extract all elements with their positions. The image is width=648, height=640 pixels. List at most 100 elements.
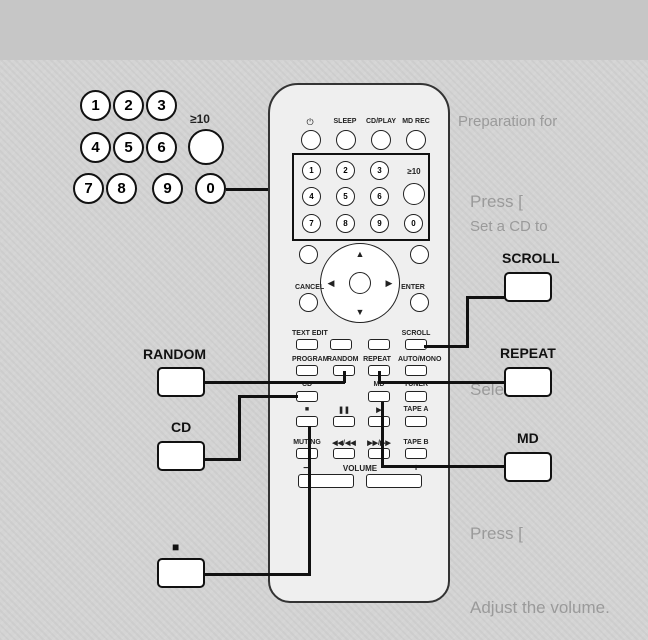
remote-key-7-button[interactable]: 7 bbox=[302, 214, 321, 233]
key-6-button[interactable]: 6 bbox=[146, 132, 177, 163]
remote-key-6-button[interactable]: 6 bbox=[370, 187, 389, 206]
ge10-label: ≥10 bbox=[190, 112, 210, 126]
remote-md-button[interactable] bbox=[368, 391, 390, 402]
play-label: ▶ bbox=[376, 407, 382, 414]
leader-line bbox=[308, 426, 311, 576]
remote-key-1-button[interactable]: 1 bbox=[302, 161, 321, 180]
key-9-button[interactable]: 9 bbox=[152, 173, 183, 204]
random-callout-button bbox=[157, 367, 205, 397]
leader-line bbox=[205, 573, 310, 576]
nav-down-icon: ▼ bbox=[355, 307, 365, 317]
remote-ge10-label: ≥10 bbox=[407, 167, 421, 176]
key-8-button[interactable]: 8 bbox=[106, 173, 137, 204]
leader-line bbox=[424, 345, 468, 348]
prev-button[interactable] bbox=[333, 448, 355, 459]
power-button[interactable] bbox=[301, 130, 321, 150]
key-ge10-button[interactable] bbox=[188, 129, 224, 165]
remote-cd-button[interactable] bbox=[296, 391, 318, 402]
sleep-button[interactable] bbox=[336, 130, 356, 150]
remote-scroll-button[interactable] bbox=[405, 339, 427, 350]
volume-down-button[interactable] bbox=[298, 474, 354, 488]
key-2-button[interactable]: 2 bbox=[113, 90, 144, 121]
stop-label: ■ bbox=[304, 406, 310, 413]
remote-key-ge10-button[interactable] bbox=[403, 183, 425, 205]
md-rec-button[interactable] bbox=[406, 130, 426, 150]
volume-minus-label: − bbox=[303, 463, 309, 474]
program-button[interactable] bbox=[296, 365, 318, 376]
volume-up-button[interactable] bbox=[366, 474, 422, 488]
random-label: RANDOM bbox=[327, 356, 359, 363]
pause-label: ❚❚ bbox=[338, 407, 350, 414]
remote-key-3-button[interactable]: 3 bbox=[370, 161, 389, 180]
random-callout-label: RANDOM bbox=[143, 346, 206, 362]
leader-line bbox=[381, 402, 384, 467]
enter-button[interactable] bbox=[410, 293, 429, 312]
sleep-label: SLEEP bbox=[333, 118, 357, 125]
tape-b-button[interactable] bbox=[405, 448, 427, 459]
key-3-button[interactable]: 3 bbox=[146, 90, 177, 121]
leader-line bbox=[226, 188, 294, 191]
text-edit-label: TEXT EDIT bbox=[292, 330, 328, 337]
remote-key-4-button[interactable]: 4 bbox=[302, 187, 321, 206]
key-1-button[interactable]: 1 bbox=[80, 90, 111, 121]
background-text: Press [ bbox=[470, 524, 523, 543]
nav-right-top-button[interactable] bbox=[410, 245, 429, 264]
tape-b-label: TAPE B bbox=[403, 439, 429, 446]
key-4-button[interactable]: 4 bbox=[80, 132, 111, 163]
tuner-label: TUNER bbox=[403, 381, 429, 388]
remote-stop-button[interactable] bbox=[296, 416, 318, 427]
power-icon: ⏻ bbox=[306, 117, 314, 127]
scroll-label: SCROLL bbox=[401, 330, 431, 337]
cd-callout-button bbox=[157, 441, 205, 471]
remote-key-9-button[interactable]: 9 bbox=[370, 214, 389, 233]
leader-line bbox=[378, 381, 506, 384]
leader-line bbox=[238, 395, 298, 398]
leader-line bbox=[466, 298, 469, 348]
key-5-button[interactable]: 5 bbox=[113, 132, 144, 163]
leader-line bbox=[466, 296, 506, 299]
scroll-callout-button bbox=[504, 272, 552, 302]
leader-line bbox=[343, 371, 346, 383]
tape-a-button[interactable] bbox=[405, 416, 427, 427]
cancel-button[interactable] bbox=[299, 293, 318, 312]
tuner-button[interactable] bbox=[405, 391, 427, 402]
leader-line bbox=[381, 465, 506, 468]
remote-key-2-button[interactable]: 2 bbox=[336, 161, 355, 180]
play-label: CD/PLAY bbox=[366, 118, 397, 125]
cd-callout-label: CD bbox=[171, 419, 192, 435]
md-callout-button bbox=[504, 452, 552, 482]
key-7-button[interactable]: 7 bbox=[73, 173, 104, 204]
prev-char-button[interactable] bbox=[330, 339, 352, 350]
stop-callout-label: ■ bbox=[172, 540, 180, 554]
stop-callout-button bbox=[157, 558, 205, 588]
cd-label: CD bbox=[301, 381, 313, 388]
background-text: Set a CD to bbox=[470, 218, 548, 235]
tape-a-label: TAPE A bbox=[403, 406, 429, 413]
auto-mono-button[interactable] bbox=[405, 365, 427, 376]
rec-label: MD REC bbox=[402, 118, 430, 125]
remote-key-8-button[interactable]: 8 bbox=[336, 214, 355, 233]
muting-button[interactable] bbox=[296, 448, 318, 459]
md-callout-label: MD bbox=[517, 430, 539, 446]
remote-key-0-button[interactable]: 0 bbox=[404, 214, 423, 233]
cancel-label: CANCEL bbox=[295, 284, 325, 291]
key-0-button[interactable]: 0 bbox=[195, 173, 226, 204]
cd-play-button[interactable] bbox=[371, 130, 391, 150]
remote-key-5-button[interactable]: 5 bbox=[336, 187, 355, 206]
leader-line bbox=[378, 371, 381, 383]
repeat-label: REPEAT bbox=[363, 356, 391, 363]
text-edit-button[interactable] bbox=[296, 339, 318, 350]
leader-line bbox=[205, 458, 240, 461]
next-char-button[interactable] bbox=[368, 339, 390, 350]
nav-up-icon: ▲ bbox=[355, 249, 365, 259]
play-button[interactable] bbox=[368, 416, 390, 427]
nav-center-button[interactable] bbox=[349, 272, 371, 294]
prev-label: ◀◀/◀◀ bbox=[332, 440, 356, 447]
page-header-band bbox=[0, 0, 648, 60]
pause-button[interactable] bbox=[333, 416, 355, 427]
leader-line bbox=[205, 381, 345, 384]
nav-left-top-button[interactable] bbox=[299, 245, 318, 264]
next-button[interactable] bbox=[368, 448, 390, 459]
auto-mono-label: AUTO/MONO bbox=[398, 356, 442, 363]
